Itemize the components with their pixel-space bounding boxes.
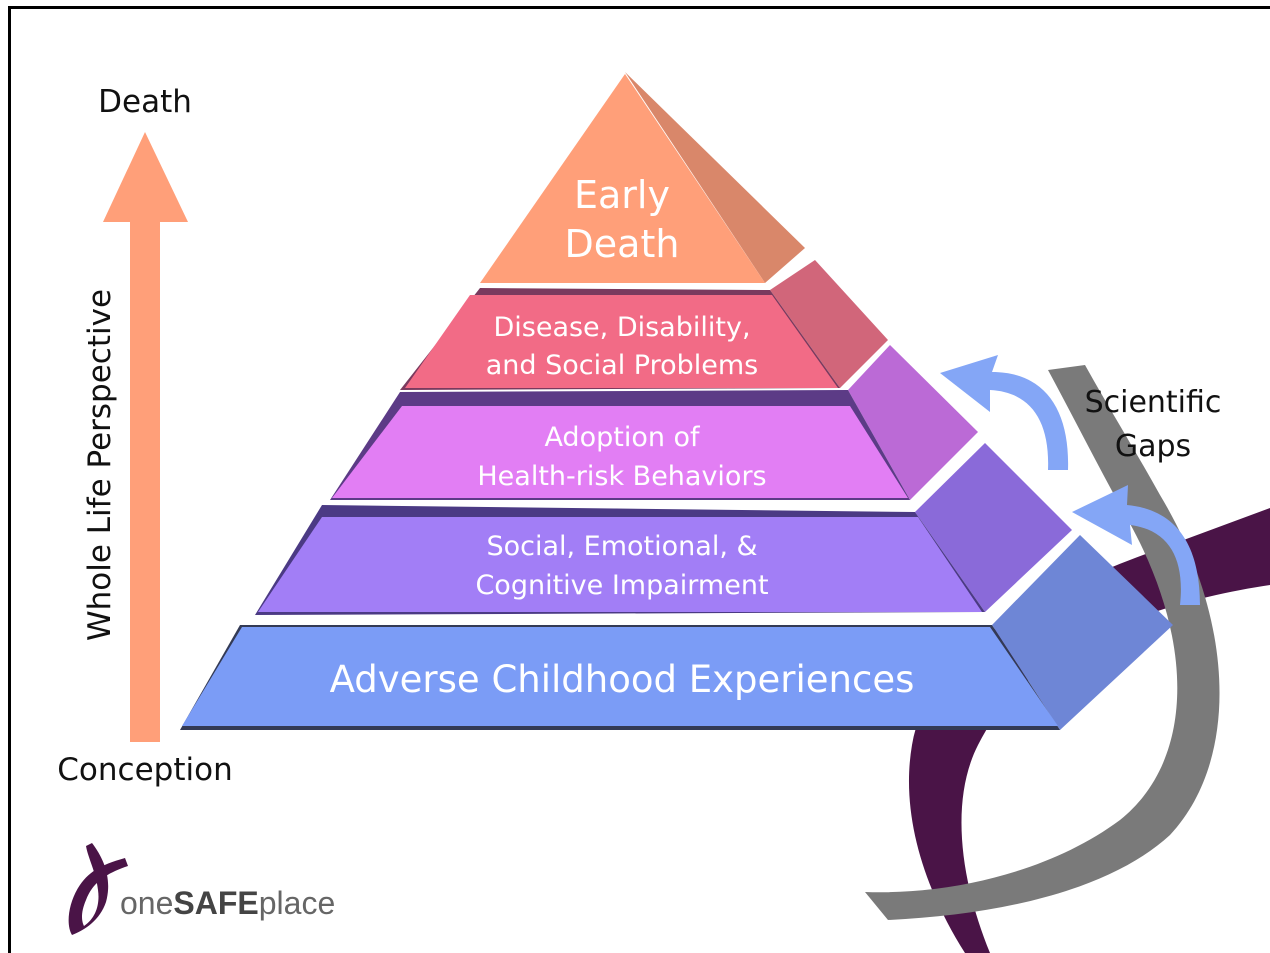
tier-adverse-childhood-face [182, 627, 1058, 726]
onesafeplace-logo: oneSAFEplace [68, 843, 335, 935]
disease-line-2: and Social Problems [486, 350, 758, 381]
social-line-1: Social, Emotional, & [486, 531, 757, 562]
disease-line-1: Disease, Disability, [493, 312, 750, 343]
logo-suffix: place [259, 885, 336, 921]
tier-disease-face [405, 295, 838, 388]
health-risk-line-1: Adoption of [544, 422, 701, 453]
slide-frame [8, 6, 1270, 953]
gray-ribbon [865, 365, 1220, 920]
gap-arrow-upper [940, 355, 1069, 470]
logo-mark-icon [68, 843, 128, 935]
early-death-line-1: Early [574, 173, 670, 217]
scientific-gaps-label: Scientific Gaps [1085, 385, 1222, 464]
tier-social-emotional-face [258, 517, 982, 612]
gap-arrows [940, 355, 1200, 605]
health-risk-line-2: Health-risk Behaviors [477, 461, 766, 492]
whole-life-label: Whole Life Perspective [82, 289, 118, 641]
tier-health-risk-face [332, 406, 908, 498]
tier-early-death-face [480, 74, 765, 283]
pyramid-side-faces [625, 72, 1173, 730]
conception-label: Conception [57, 752, 232, 788]
pyramid-front-faces [182, 74, 1058, 726]
logo-emphasis: SAFE [173, 885, 258, 921]
pyramid-labels: Early Death Disease, Disability, and Soc… [330, 173, 915, 701]
social-line-2: Cognitive Impairment [475, 570, 768, 601]
death-label: Death [98, 84, 192, 120]
life-arrow [103, 132, 188, 742]
early-death-line-2: Death [565, 222, 680, 266]
logo-prefix: one [120, 885, 173, 921]
logo-wordmark: oneSAFEplace [120, 885, 335, 921]
gaps-line-2: Gaps [1115, 429, 1191, 464]
gaps-line-1: Scientific [1085, 385, 1222, 420]
adverse-line-1: Adverse Childhood Experiences [330, 658, 915, 701]
gap-arrow-lower [1072, 485, 1200, 605]
